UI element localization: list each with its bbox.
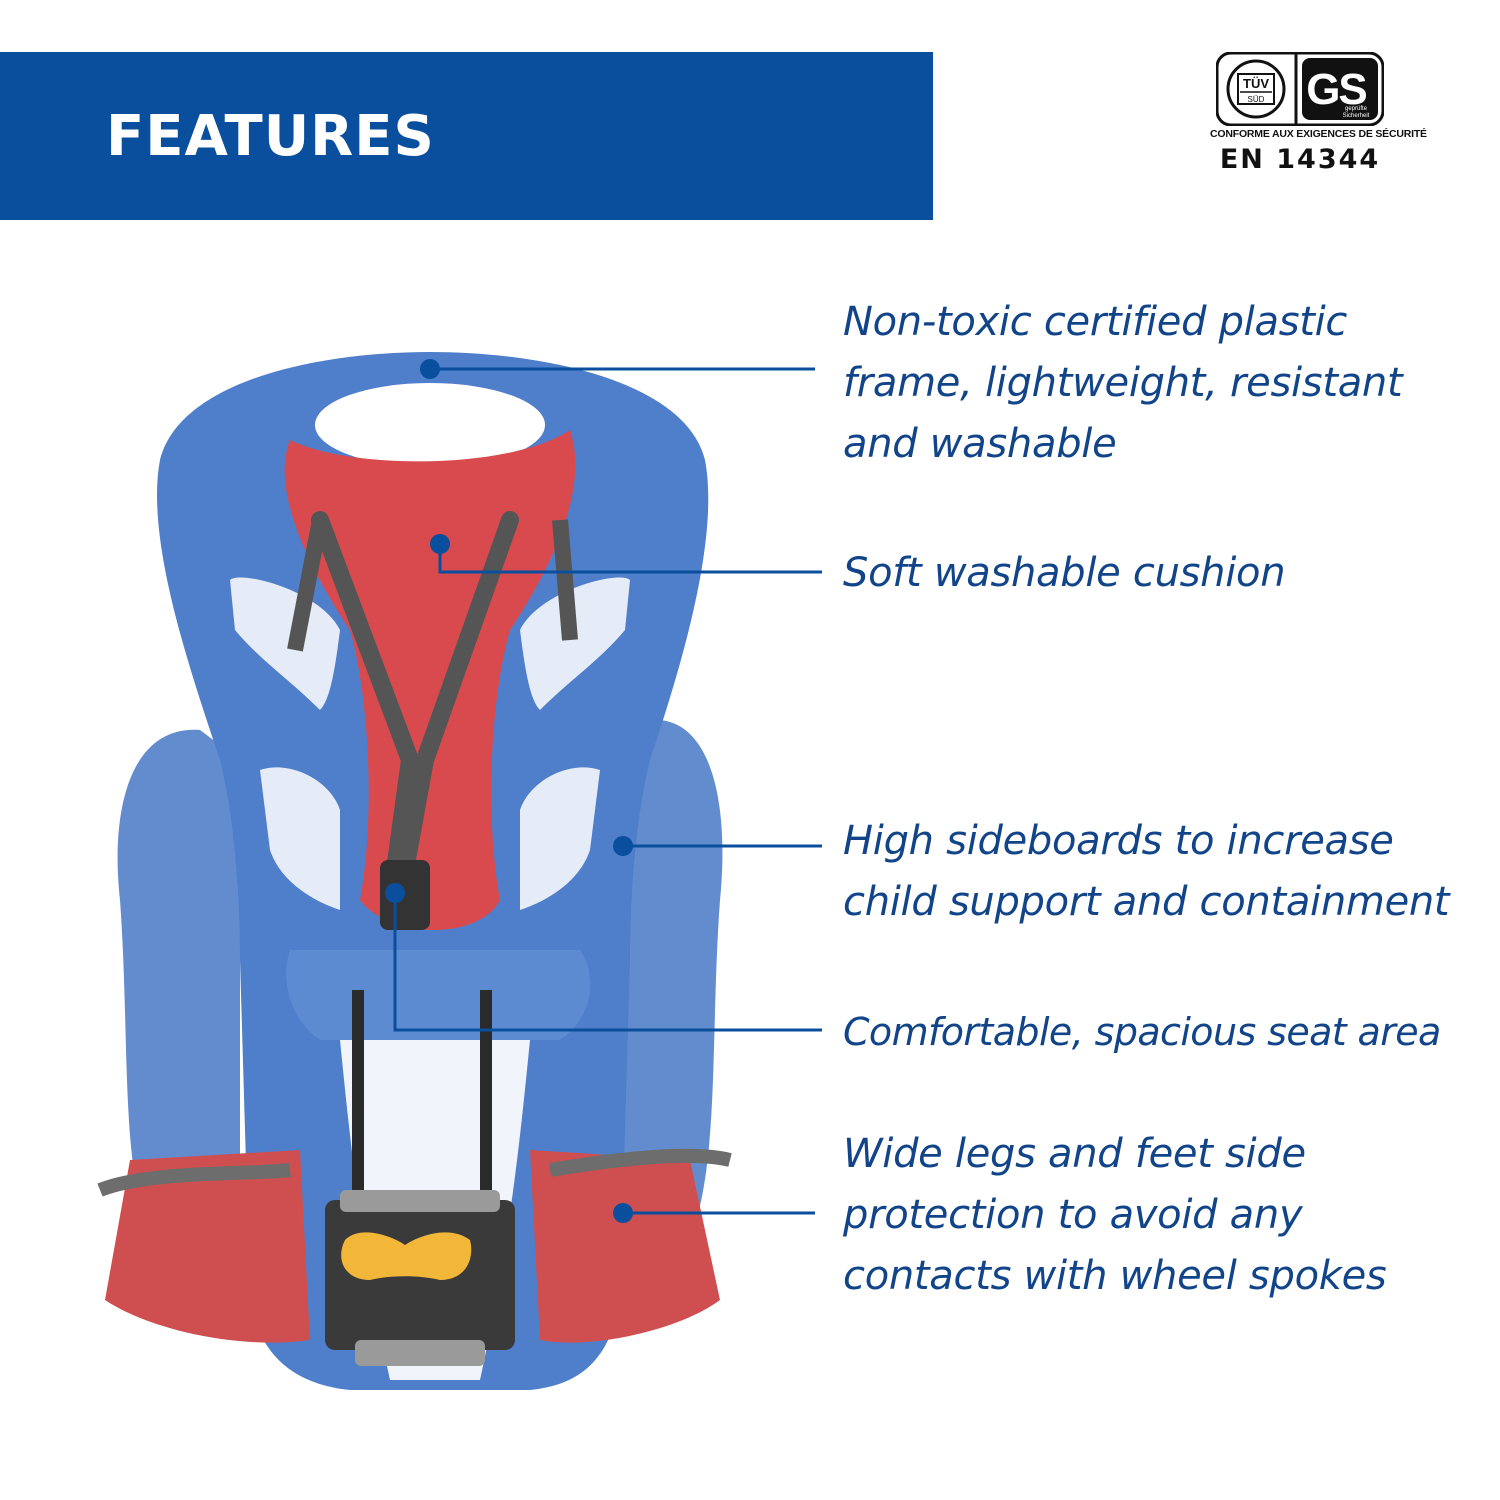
footrest-left	[105, 1150, 310, 1343]
page-title: FEATURES	[106, 104, 435, 169]
buckle	[380, 860, 430, 930]
feature-line: protection to avoid any	[843, 1192, 1303, 1238]
tuv-gs-certification-icon: TÜV SÜD GS geprüfte Sicherheit	[1216, 52, 1384, 126]
gs-label: GS	[1306, 65, 1366, 114]
clamp-plate-bottom	[355, 1340, 485, 1366]
harness-strap-shoulder-right	[552, 519, 578, 641]
clamp-plate-top	[340, 1190, 500, 1212]
feature-text-seat-area: Comfortable, spacious seat area	[843, 1002, 1441, 1063]
gs-sub-1: geprüfte	[1345, 106, 1368, 112]
foot-strap-right	[548, 1148, 732, 1177]
clamp-knob-yellow	[341, 1232, 472, 1280]
frame-cutout-left-lower	[260, 767, 340, 910]
feature-line: Comfortable, spacious seat area	[843, 1010, 1441, 1054]
foot-strap-left	[97, 1163, 291, 1197]
feature-line: Non-toxic certified plastic	[843, 299, 1348, 345]
feature-text-sideboards: High sideboards to increase child suppor…	[843, 811, 1450, 933]
feature-line: High sideboards to increase	[843, 818, 1394, 864]
feature-line: Wide legs and feet side	[843, 1131, 1306, 1177]
feature-text-cushion: Soft washable cushion	[843, 543, 1286, 604]
feature-line: contacts with wheel spokes	[843, 1253, 1387, 1299]
frame-cutout-left-upper	[230, 577, 340, 710]
header-band	[0, 52, 933, 220]
conformity-text: CONFORME AUX EXIGENCES DE SÉCURITÉ	[1210, 128, 1427, 140]
standard-code: EN 14344	[1219, 144, 1381, 175]
frame-cutout-right-upper	[520, 577, 630, 710]
gs-sub-2: Sicherheit	[1343, 113, 1370, 119]
feature-line: and washable	[843, 421, 1117, 467]
tuv-label-bottom: SÜD	[1248, 95, 1265, 104]
sideboard-left	[117, 729, 240, 1240]
head-opening	[315, 383, 545, 467]
frame-cutout-right-lower	[520, 767, 600, 910]
certification-block: TÜV SÜD GS geprüfte Sicherheit CONFORME …	[1210, 50, 1427, 185]
feature-line: child support and containment	[843, 879, 1450, 925]
feature-line: Soft washable cushion	[843, 550, 1286, 596]
child-bike-seat-illustration	[97, 352, 732, 1390]
harness-strap-left	[311, 511, 420, 879]
tuv-label-top: TÜV	[1243, 76, 1269, 91]
feature-text-leg-protection: Wide legs and feet side protection to av…	[843, 1124, 1387, 1307]
feature-text-frame: Non-toxic certified plastic frame, light…	[843, 292, 1403, 475]
harness-strap-right	[396, 511, 519, 879]
footrest-right	[530, 1150, 720, 1343]
feature-line: frame, lightweight, resistant	[843, 360, 1403, 406]
seat-base	[286, 950, 591, 1040]
harness-strap-shoulder-left	[287, 518, 328, 652]
